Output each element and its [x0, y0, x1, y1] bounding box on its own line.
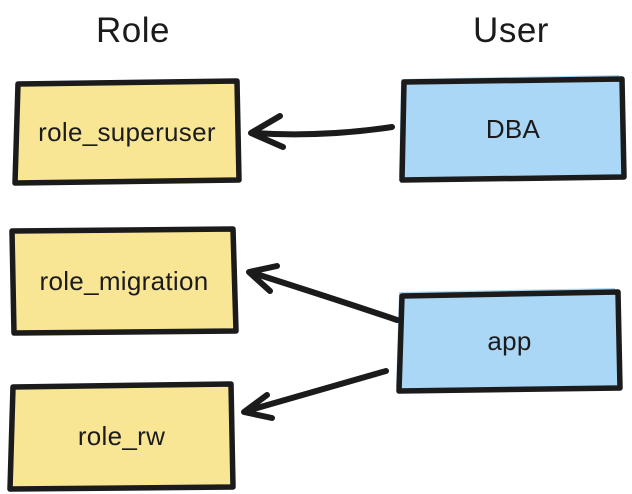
column-heading-user: User	[473, 11, 549, 50]
app-box	[396, 289, 623, 394]
role-superuser-box	[12, 78, 242, 186]
arrow-app-to-role-rw	[241, 368, 389, 421]
dba-box	[399, 76, 627, 183]
arrow-app-to-role-migration	[246, 263, 400, 323]
role-rw-box	[7, 381, 236, 492]
arrow-dba-to-role-superuser	[248, 113, 395, 150]
role-migration-box	[9, 226, 239, 336]
column-heading-role: Role	[96, 11, 170, 50]
